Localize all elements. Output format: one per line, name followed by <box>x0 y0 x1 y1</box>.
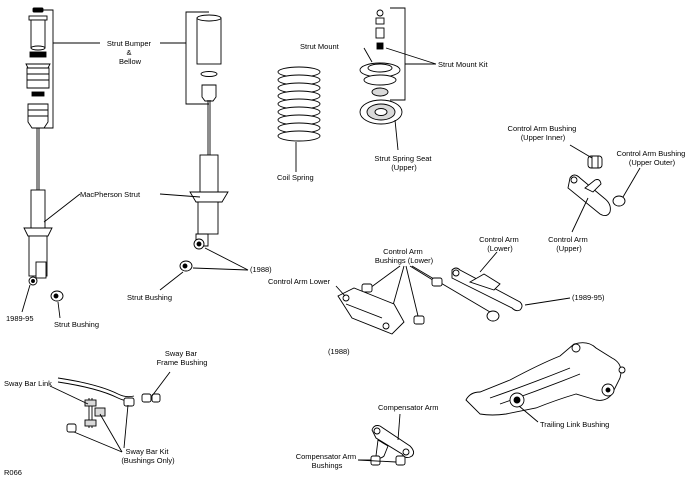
sway-bar-kit-bushing <box>66 423 77 433</box>
sway-bar-link-label: Sway Bar Link <box>4 379 52 388</box>
control-arm-upper <box>567 174 611 217</box>
control-arm-bushing-upper-inner <box>587 155 603 169</box>
compensator-arm-bushings <box>370 455 406 466</box>
sway-bar-kit-label: Sway Bar Kit (Bushings Only) <box>121 447 175 465</box>
year-1989-95-strut-label: 1989-95 <box>6 314 34 323</box>
control-arm-bushing-upper-outer <box>612 195 626 207</box>
compensator-arm <box>371 425 415 459</box>
strut-spring-seat <box>359 99 403 125</box>
left-strut-assembly <box>23 7 53 286</box>
compensator-arm-bushings-label: Compensator Arm Bushings <box>296 452 359 470</box>
macpherson-strut-label: MacPherson Strut <box>80 190 141 199</box>
control-arm-bushing-upper-outer-label: Control Arm Bushing (Upper Outer) <box>617 149 688 167</box>
sway-bar-link <box>84 398 106 428</box>
year-1988-strut-label: (1988) <box>250 265 272 274</box>
control-arm-bushing-upper-inner-label: Control Arm Bushing (Upper Inner) <box>508 124 579 142</box>
compensator-arm-label: Compensator Arm <box>378 403 438 412</box>
right-strut-bushing <box>179 260 193 272</box>
strut-mount-kit <box>359 9 401 97</box>
control-arm-upper-label: Control Arm (Upper) <box>548 235 590 253</box>
control-arm-lower-1988 <box>337 287 405 335</box>
sway-bar-frame-bushing-label: Sway Bar Frame Bushing <box>157 349 208 367</box>
left-strut-bumper-bracket <box>38 9 54 129</box>
trailing-link-bushing-label: Trailing Link Bushing <box>540 420 609 429</box>
strut-mount-kit-label: Strut Mount Kit <box>438 60 489 69</box>
strut-spring-seat-label: Strut Spring Seat (Upper) <box>374 154 433 172</box>
sway-bar <box>57 377 161 407</box>
trailing-link <box>465 342 626 416</box>
year-1989-95-arm-label: (1989-95) <box>572 293 605 302</box>
right-strut-bumper-bracket <box>185 11 209 105</box>
strut-bushing-left-label: Strut Bushing <box>54 320 99 329</box>
strut-bushing-right-label: Strut Bushing <box>127 293 172 302</box>
figure-code: R066 <box>4 468 22 477</box>
year-1988-arm-label: (1988) <box>328 347 350 356</box>
right-strut-assembly <box>189 14 229 250</box>
control-arm-lower-1989-95 <box>451 267 523 312</box>
control-arm-bushings-lower-label: Control Arm Bushings (Lower) <box>375 247 434 265</box>
strut-mount-label: Strut Mount <box>300 42 340 51</box>
left-strut-bushing <box>50 290 64 302</box>
coil-spring-label: Coil Spring <box>277 173 314 182</box>
control-arm-lower-left-label: Control Arm Lower <box>268 277 331 286</box>
strut-bumper-label: Strut Bumper & Bellow <box>107 39 153 66</box>
control-arm-lower-right-label: Control Arm (Lower) <box>479 235 521 253</box>
coil-spring <box>277 66 321 142</box>
